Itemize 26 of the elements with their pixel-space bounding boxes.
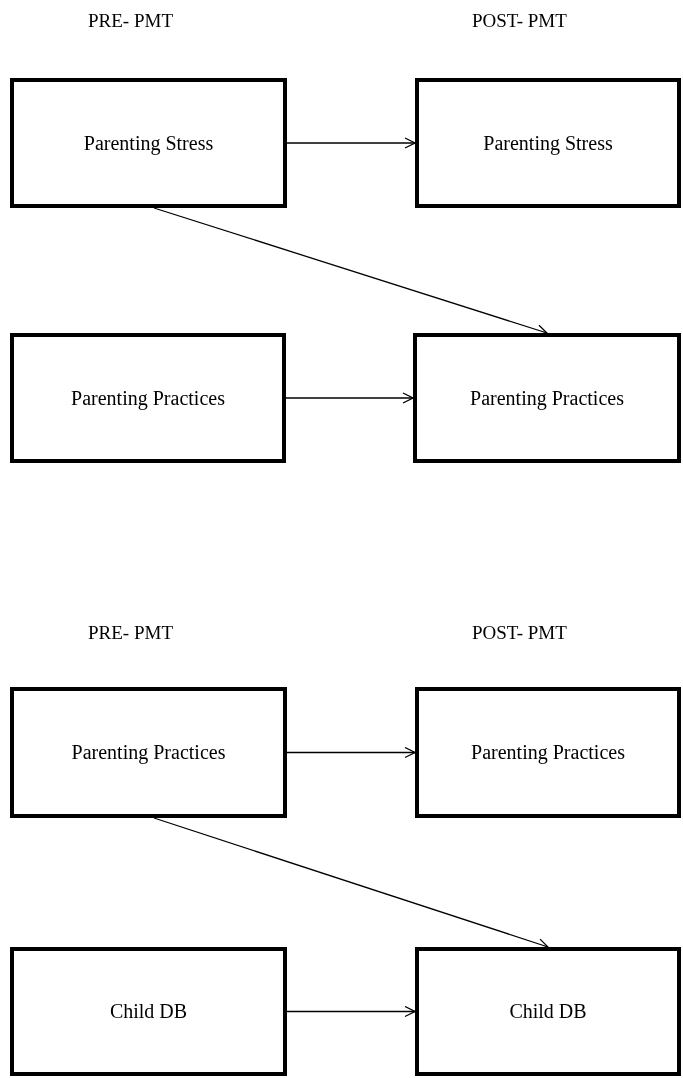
node-label: Parenting Practices — [71, 386, 225, 410]
node-label: Parenting Practices — [470, 386, 624, 410]
process-box — [10, 78, 287, 208]
arrow — [285, 392, 414, 404]
node-label: Child DB — [509, 1000, 587, 1023]
arrow — [286, 137, 416, 149]
arrow — [153, 207, 548, 336]
column-heading: POST- PMT — [472, 10, 567, 32]
process-box — [10, 687, 287, 818]
process-box — [415, 78, 681, 208]
node-label: Parenting Stress — [483, 131, 613, 155]
process-box — [415, 947, 681, 1076]
column-heading: PRE- PMT — [88, 622, 173, 644]
arrow — [286, 746, 416, 759]
arrow — [153, 817, 549, 950]
node-label: Parenting Stress — [83, 131, 214, 155]
node-label: Child DB — [109, 1000, 188, 1023]
arrow — [286, 1005, 416, 1018]
process-box — [10, 333, 286, 463]
process-box — [415, 687, 681, 818]
node-label: Parenting Practices — [71, 741, 226, 764]
process-box — [10, 947, 287, 1076]
column-heading: PRE- PMT — [88, 10, 173, 32]
column-heading: POST- PMT — [472, 622, 567, 644]
node-label: Parenting Practices — [471, 741, 625, 764]
process-box — [413, 333, 681, 463]
